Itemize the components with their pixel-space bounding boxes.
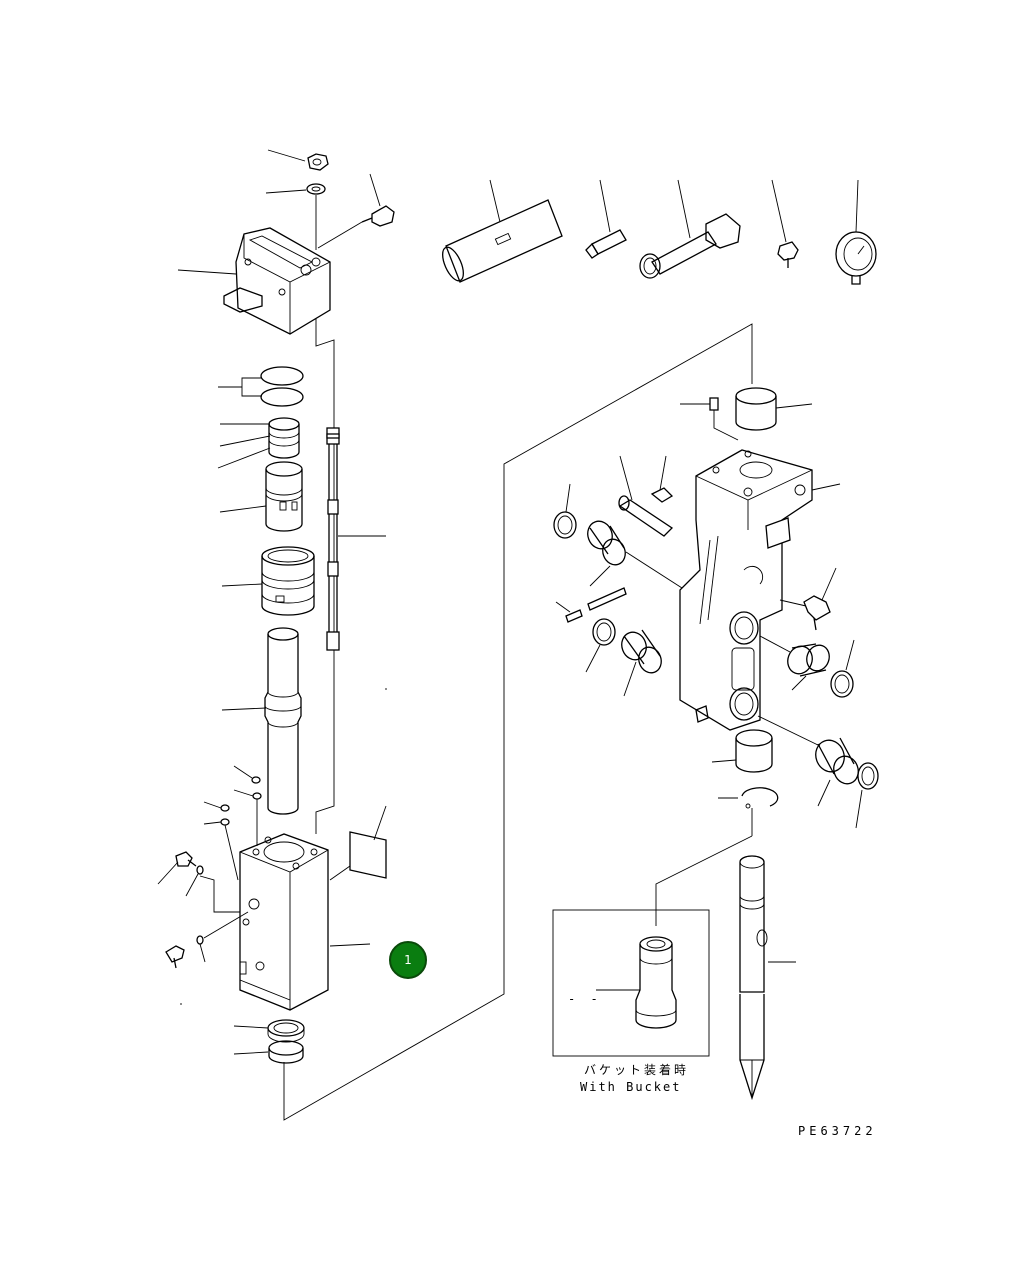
right-small-pin <box>680 397 739 441</box>
right-bushings <box>553 455 855 698</box>
o-rings-upper <box>218 366 304 407</box>
tool-bar-tube <box>442 179 563 283</box>
tool-wrench <box>639 179 741 279</box>
seal-ring-stack <box>217 417 300 469</box>
inset-title-japanese: バケット装着時 <box>584 1063 690 1077</box>
top-nut <box>267 149 329 171</box>
with-bucket-inset <box>552 909 710 1057</box>
chisel-tool <box>655 835 796 1101</box>
inset-title-english: With Bucket <box>580 1080 682 1094</box>
top-washer <box>265 183 326 250</box>
snap-ring <box>718 787 779 836</box>
callout-badge[interactable]: 1 <box>389 941 427 979</box>
small-o-rings <box>203 765 262 881</box>
tool-pin <box>585 179 627 259</box>
piston-body <box>221 546 315 616</box>
gasket-plate <box>329 805 387 881</box>
main-bracket-body <box>679 449 841 731</box>
grease-fitting <box>317 173 395 249</box>
explode-frame-line <box>283 323 753 1121</box>
figure-code: PE63722 <box>798 1124 877 1138</box>
inset-dash-label: - - <box>568 992 602 1006</box>
bottom-bushings <box>233 1019 305 1064</box>
right-top-bushing <box>735 387 813 431</box>
upper-valve-block <box>177 227 331 335</box>
lower-cylinder-block <box>239 833 371 1011</box>
side-bolts <box>157 851 249 1005</box>
lower-right-bushings <box>711 715 879 829</box>
callout-number: 1 <box>404 953 412 967</box>
pressure-gauge <box>835 179 877 285</box>
piston-rod <box>221 627 302 815</box>
cylinder-sleeve <box>219 461 303 532</box>
tool-fitting <box>771 179 799 268</box>
hydraulic-tube <box>326 427 386 651</box>
